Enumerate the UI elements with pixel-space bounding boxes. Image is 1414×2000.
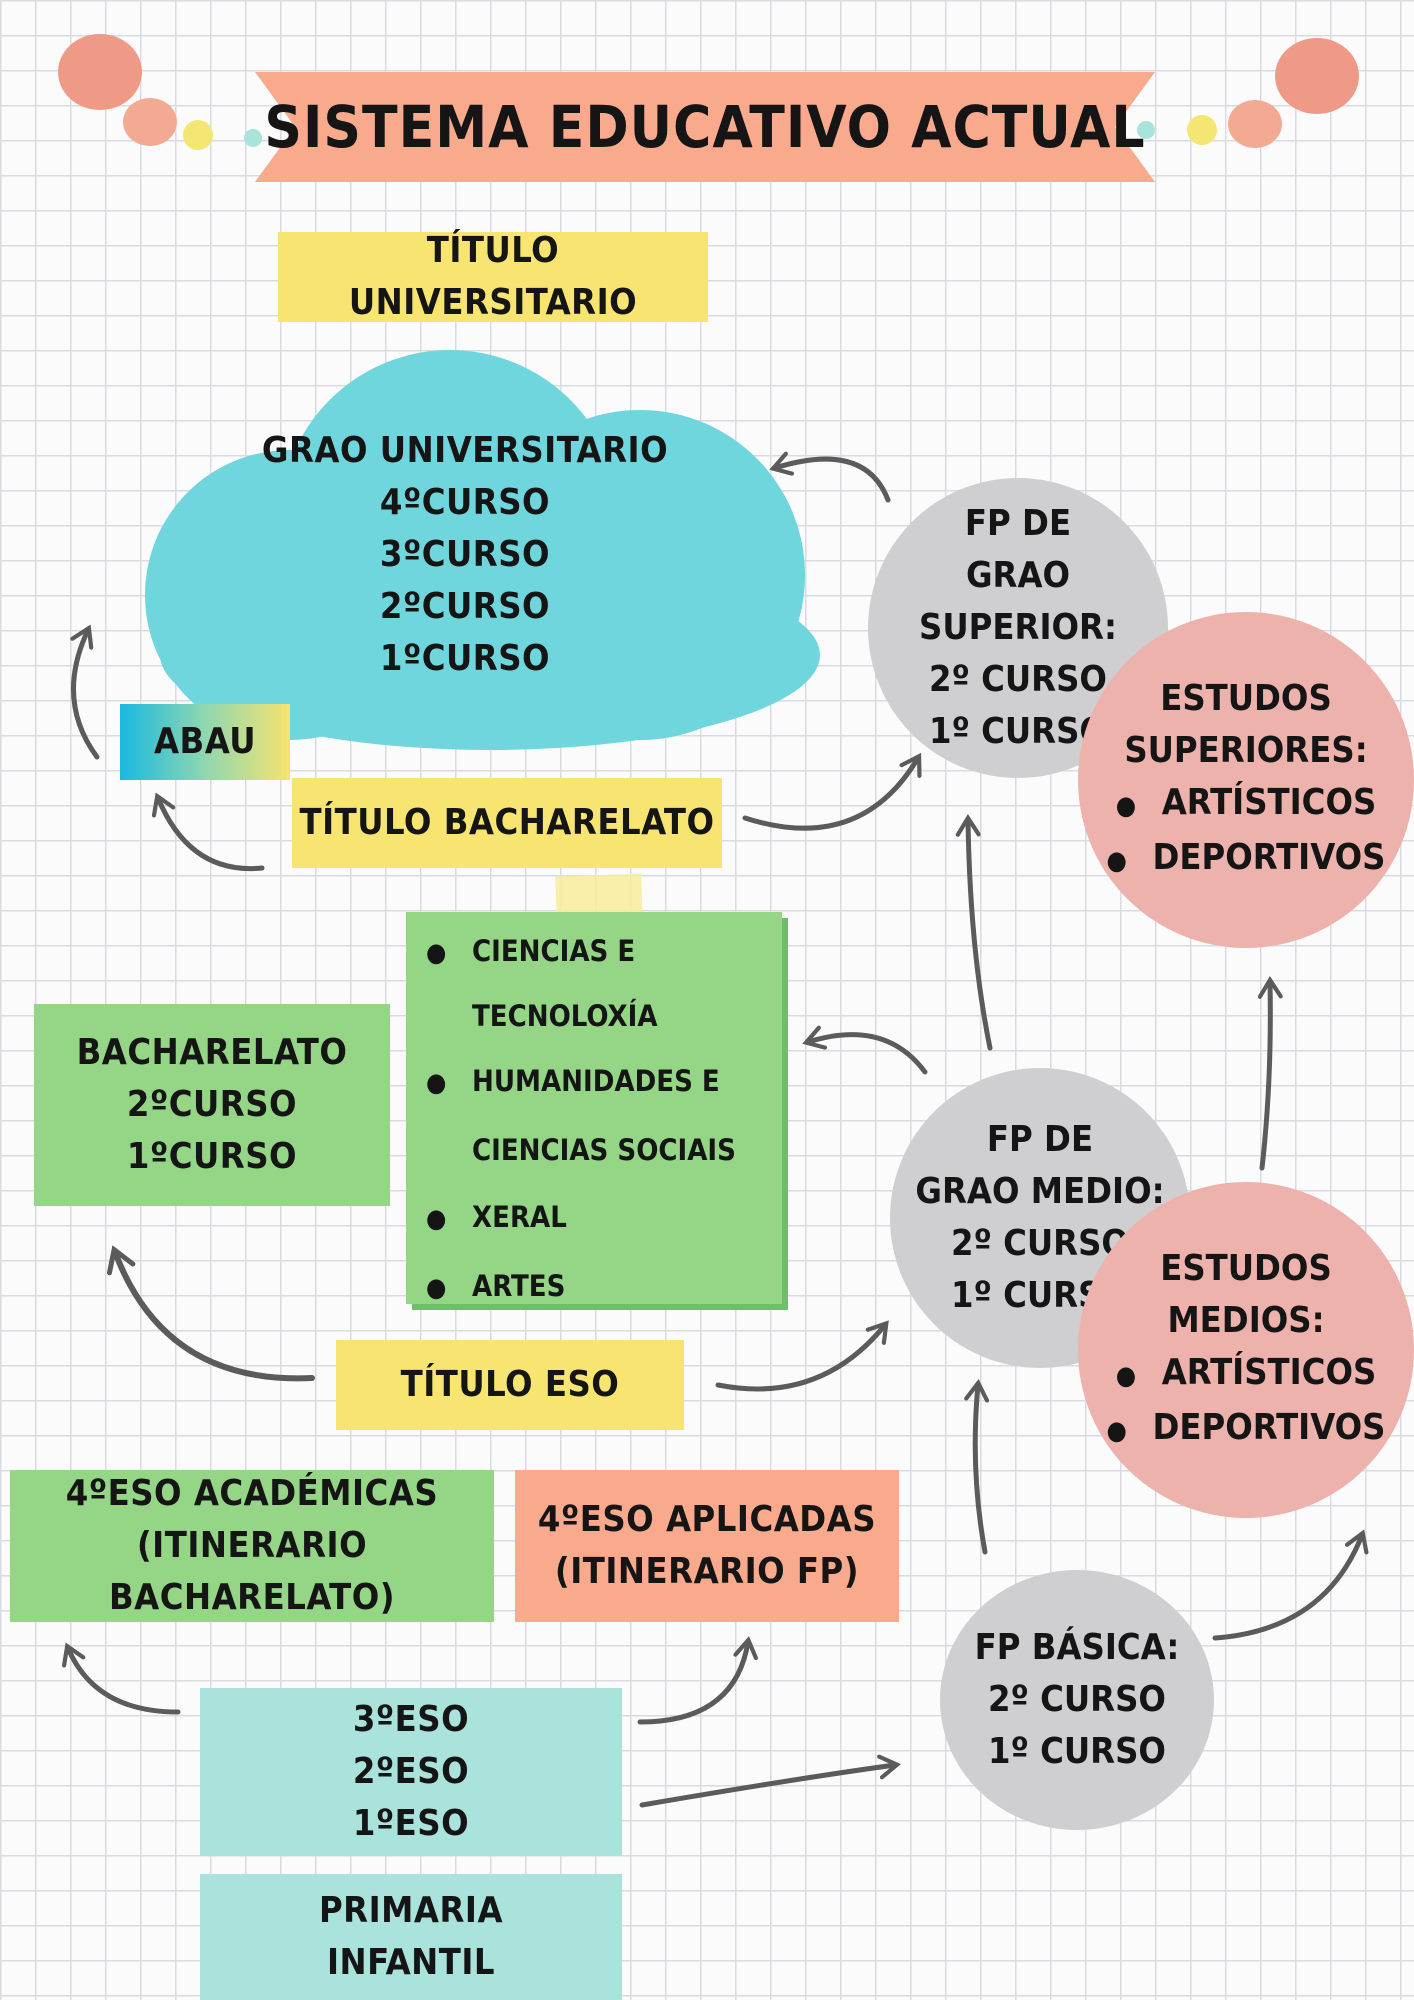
estudos-superiores-item: ARTÍSTICOS bbox=[1116, 777, 1377, 832]
estudos-superiores-item: DEPORTIVOS bbox=[1106, 832, 1385, 887]
estudos-medios: ESTUDOS MEDIOS: ARTÍSTICOS DEPORTIVOS bbox=[1078, 1182, 1414, 1518]
arrow-fpmedio-to-mod bbox=[802, 1025, 928, 1075]
arrow-bach-to-abau bbox=[151, 792, 265, 872]
arrow-eso-to-acad bbox=[61, 1642, 181, 1715]
primaria-infantil: PRIMARIA INFANTIL bbox=[200, 1874, 622, 2000]
page-title: SISTEMA EDUCATIVO ACTUAL bbox=[264, 93, 1146, 161]
titulo-eso: TÍTULO ESO bbox=[336, 1340, 684, 1430]
fp-basica: FP BÁSICA: 2º CURSO 1º CURSO bbox=[940, 1570, 1214, 1830]
abau-label: ABAU bbox=[120, 704, 290, 780]
arrow-eso-to-fpbas bbox=[639, 1754, 901, 1808]
estudos-superiores: ESTUDOS SUPERIORES: ARTÍSTICOS DEPORTIVO… bbox=[1078, 612, 1414, 948]
title-banner bbox=[255, 72, 1155, 182]
bacharelato: BACHARELATO 2ºCURSO 1ºCURSO bbox=[34, 1004, 390, 1206]
arrow-emedios-to-esup bbox=[1257, 975, 1283, 1171]
estudos-medios-item: ARTÍSTICOS bbox=[1116, 1347, 1377, 1402]
modalidade-item: XERAL bbox=[426, 1184, 782, 1253]
eso-academicas: 4ºESO ACADÉMICAS (ITINERARIO BACHARELATO… bbox=[10, 1470, 494, 1622]
arrow-bach-to-fpsup bbox=[742, 752, 922, 831]
eso-primeiro-ciclo: 3ºESO 2ºESO 1ºESO bbox=[200, 1688, 622, 1856]
arrow-fpmedio-to-fpsup bbox=[955, 813, 993, 1051]
arrow-fpbas-to-emedios bbox=[1212, 1529, 1369, 1641]
arrow-abau-to-grao bbox=[70, 624, 100, 760]
arrow-fpbas-to-fpmedio bbox=[964, 1379, 990, 1555]
arrow-eso-to-fpmedio bbox=[715, 1320, 889, 1392]
arrow-fpsup-to-grao bbox=[769, 451, 891, 503]
eso-aplicadas: 4ºESO APLICADAS (ITINERARIO FP) bbox=[515, 1470, 899, 1622]
titulo-universitario: TÍTULO UNIVERSITARIO bbox=[278, 230, 708, 323]
decor-dots bbox=[58, 34, 1359, 150]
grao-universitario: GRAO UNIVERSITARIO 4ºCURSO 3ºCURSO 2ºCUR… bbox=[261, 430, 669, 679]
arrow-eso-to-bach bbox=[106, 1245, 315, 1382]
fp-grao-superior: FP DE GRAO SUPERIOR: 2º CURSO 1º CURSO bbox=[868, 478, 1168, 778]
modalidade-item: ARTES bbox=[426, 1253, 782, 1322]
cloud-shape bbox=[145, 350, 820, 750]
titulo-bacharelato: TÍTULO BACHARELATO bbox=[292, 778, 722, 868]
estudos-medios-item: DEPORTIVOS bbox=[1106, 1402, 1385, 1457]
arrow-eso-to-aplic bbox=[637, 1636, 759, 1725]
